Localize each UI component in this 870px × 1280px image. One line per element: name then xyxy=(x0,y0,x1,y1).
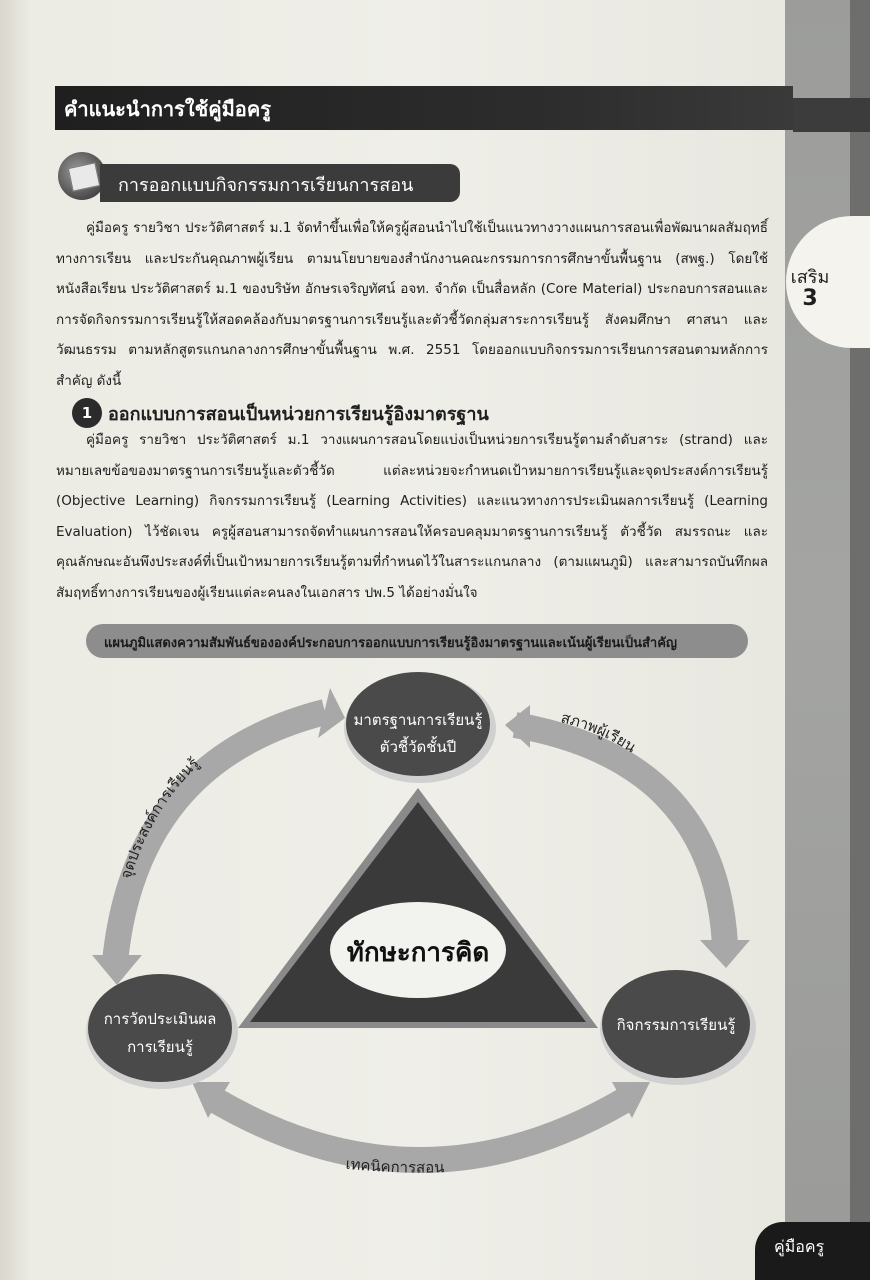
side-tab-number: 3 xyxy=(802,286,818,311)
arrow-bottom-head-left xyxy=(192,1082,230,1118)
right-node xyxy=(602,970,750,1078)
section-heading-bar xyxy=(100,164,460,202)
center-ellipse xyxy=(330,902,506,998)
subsection-paragraph: คู่มือครู รายวิชา ประวัติศาสตร์ ม.1 วางแ… xyxy=(56,432,768,601)
arrow-left-head-bottom xyxy=(92,955,142,985)
top-node xyxy=(346,672,490,776)
footer-label: คู่มือครู xyxy=(774,1237,825,1256)
intro-paragraph: คู่มือครู รายวิชา ประวัติศาสตร์ ม.1 จัดท… xyxy=(56,220,768,389)
right-node-label: กิจกรรมการเรียนรู้ xyxy=(617,1016,736,1034)
diagram-title-bar xyxy=(86,624,748,658)
arrow-right xyxy=(512,712,738,946)
subsection-title: ออกแบบการสอนเป็นหน่วยการเรียนรู้อิงมาตรฐ… xyxy=(108,404,489,425)
left-node-label-2: การเรียนรู้ xyxy=(127,1038,193,1056)
top-node-label-2: ตัวชี้วัดชั้นปี xyxy=(380,736,456,756)
arrow-bottom xyxy=(208,1088,632,1173)
diagram-title: แผนภูมิแสดงความสัมพันธ์ขององค์ประกอบการอ… xyxy=(104,636,678,651)
arrow-right-head-top xyxy=(505,705,530,748)
header-bar xyxy=(55,86,793,130)
section-title: การออกแบบกิจกรรมการเรียนการสอน xyxy=(118,175,414,196)
subsection-number: 1 xyxy=(72,398,102,428)
left-node xyxy=(88,974,232,1082)
arrow-left-head-top xyxy=(318,688,345,738)
footer-tab xyxy=(755,1222,870,1280)
side-tab-label: เสริม xyxy=(790,267,830,288)
arrow-left-label: จุดประสงค์การเรียนรู้ xyxy=(117,754,203,881)
arrow-left xyxy=(102,699,329,964)
arrow-bottom-label: เทคนิคการสอน xyxy=(345,1155,445,1177)
arrow-bottom-head-right xyxy=(612,1082,650,1118)
arrow-right-head-bottom xyxy=(700,940,750,968)
top-node-label-1: มาตรฐานการเรียนรู้ xyxy=(354,711,483,729)
center-label: ทักษะการคิด xyxy=(347,938,490,968)
left-node-label-1: การวัดประเมินผล xyxy=(104,1010,217,1028)
page-title: คำแนะนำการใช้คู่มือครู xyxy=(64,97,271,121)
header-bar-extension xyxy=(793,98,870,132)
